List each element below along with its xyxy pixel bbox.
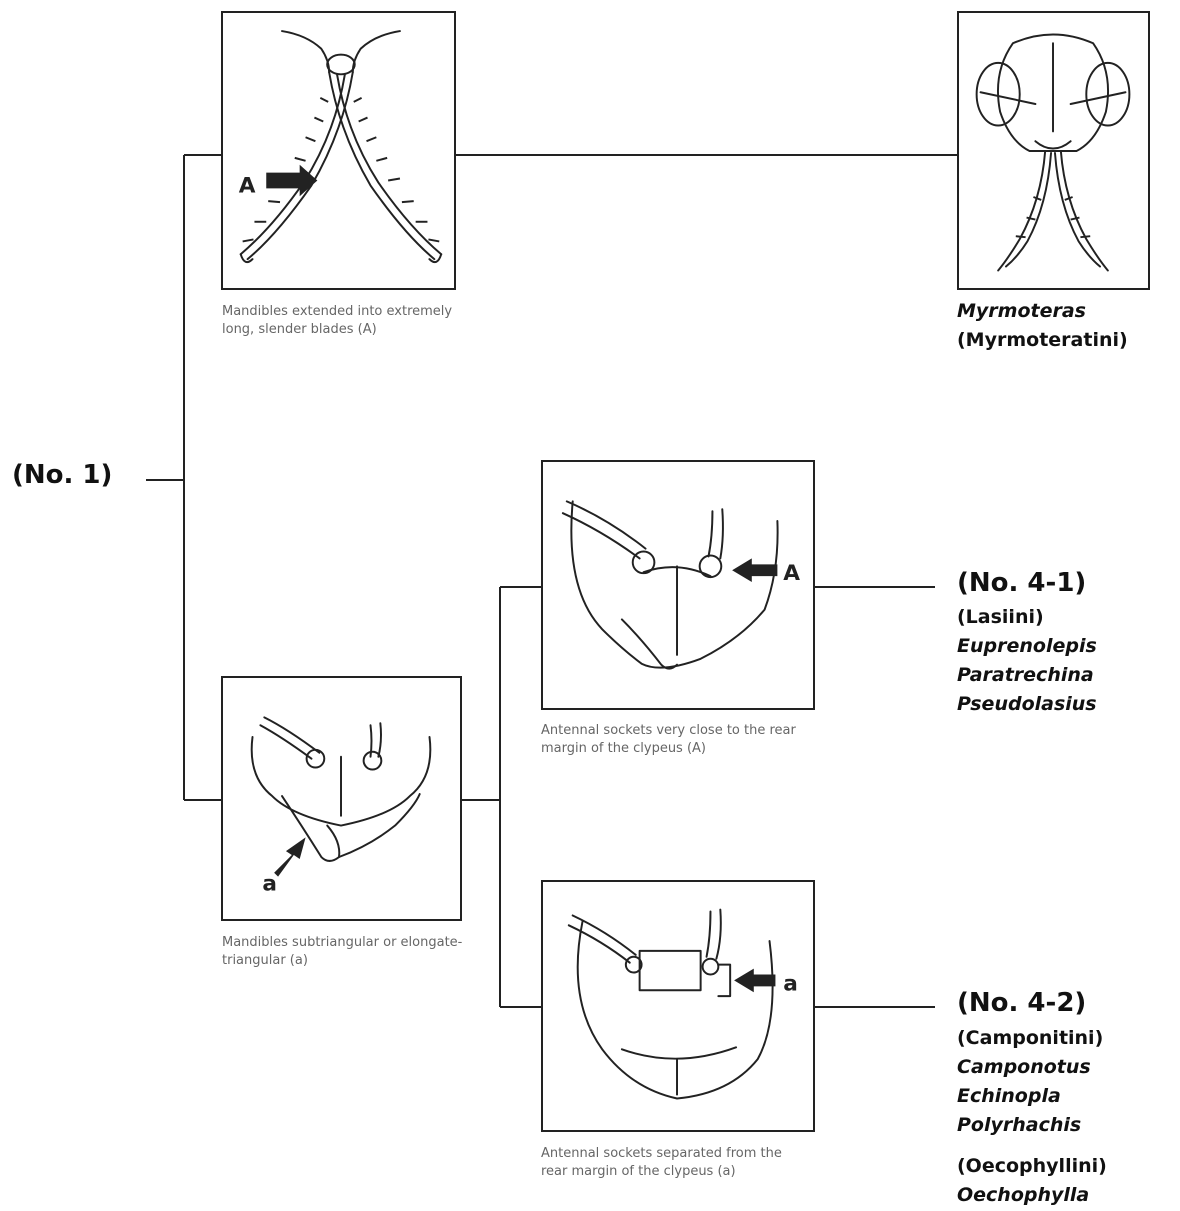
pointer-c-label: A: [783, 561, 800, 586]
caption-long-mandibles: Mandibles extended into extremely long, …: [222, 303, 457, 339]
mandibles-subtriangular-figure: a: [221, 676, 462, 921]
tribe-camponitini: (Camponitini): [957, 1024, 1107, 1053]
pointer-a-label: A: [239, 173, 256, 198]
tribe-oecophyllini: (Oecophyllini): [957, 1152, 1107, 1181]
result-4-1-taxa: (Lasiini) Euprenolepis Paratrechina Pseu…: [957, 603, 1097, 719]
genus-camponotus: Camponotus: [957, 1053, 1107, 1082]
myrmoteras-head-drawing: [959, 13, 1148, 288]
sockets-separated-drawing: a: [543, 882, 813, 1130]
tribe-myrmoteratini: (Myrmoteratini): [957, 326, 1128, 355]
genus-oechophylla: Oechophylla: [957, 1181, 1107, 1210]
genus-euprenolepis: Euprenolepis: [957, 632, 1097, 661]
mandibles-long-figure: A: [221, 11, 456, 290]
long-mandibles-drawing: A: [223, 13, 454, 288]
pointer-b-label: a: [262, 871, 277, 896]
caption-sockets-separated: Antennal sockets separated from the rear…: [541, 1145, 811, 1181]
myrmoteras-head-figure: [957, 11, 1150, 290]
genus-paratrechina: Paratrechina: [957, 661, 1097, 690]
genus-pseudolasius: Pseudolasius: [957, 690, 1097, 719]
subtriangular-mandibles-drawing: a: [223, 678, 460, 919]
result-myrmoteras: Myrmoteras (Myrmoteratini): [957, 297, 1128, 355]
pointer-d-label: a: [783, 971, 798, 996]
caption-sockets-close: Antennal sockets very close to the rear …: [541, 722, 811, 758]
genus-echinopla: Echinopla: [957, 1082, 1107, 1111]
tribe-lasiini: (Lasiini): [957, 603, 1097, 632]
genus-polyrhachis: Polyrhachis: [957, 1111, 1107, 1140]
node-4-2-label: (No. 4-2): [957, 988, 1086, 1018]
start-node-label: (No. 1): [12, 460, 112, 490]
result-4-2-taxa: (Camponitini) Camponotus Echinopla Polyr…: [957, 1024, 1107, 1210]
caption-subtriangular-mandibles: Mandibles subtriangular or elongate-tria…: [222, 934, 472, 970]
sockets-close-drawing: A: [543, 462, 813, 708]
sockets-close-figure: A: [541, 460, 815, 710]
sockets-separated-figure: a: [541, 880, 815, 1132]
node-4-1-label: (No. 4-1): [957, 568, 1086, 598]
genus-myrmoteras: Myrmoteras: [957, 297, 1128, 326]
